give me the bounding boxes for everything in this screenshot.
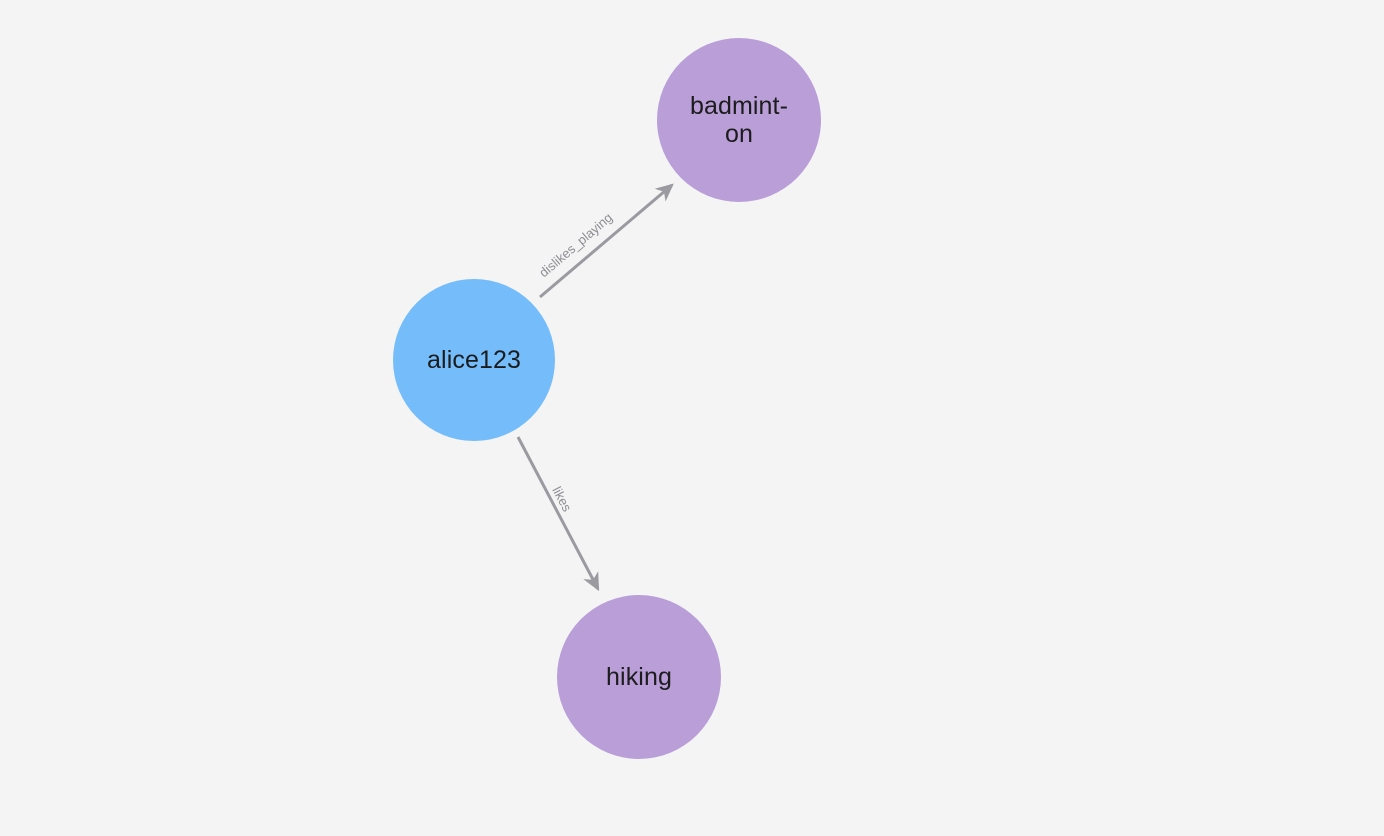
graph-node-badminton[interactable]: badmint- on	[657, 38, 821, 202]
edge-likes[interactable]	[516, 436, 600, 592]
edge-dislikes-playing[interactable]	[539, 183, 674, 299]
node-label-alice123: alice123	[427, 346, 521, 374]
node-label-badminton: badmint- on	[689, 92, 789, 148]
node-label-hiking: hiking	[606, 663, 672, 691]
graph-node-hiking[interactable]: hiking	[557, 595, 721, 759]
graph-node-alice123[interactable]: alice123	[393, 279, 555, 441]
